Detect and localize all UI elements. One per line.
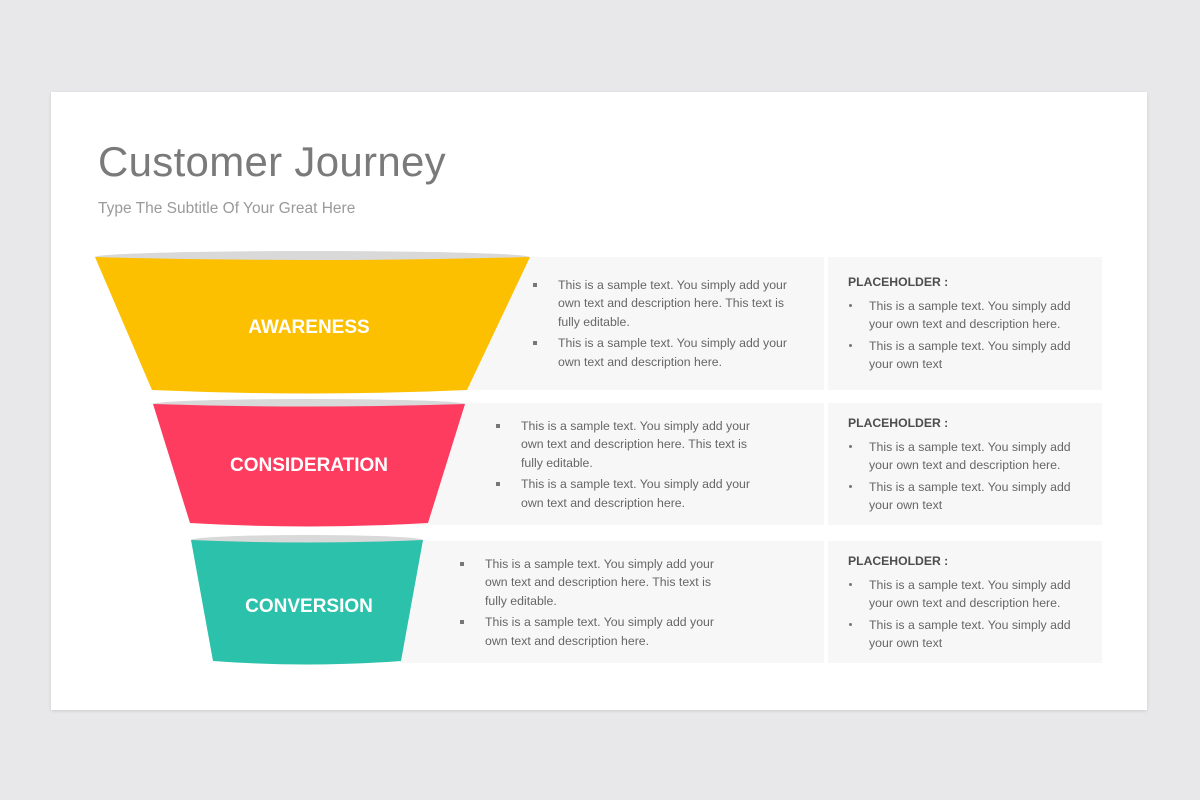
stage-2-placeholder-item-1: This is a sample text. You simply add yo… xyxy=(848,438,1088,475)
stage-1-bullets: This is a sample text. You simply add yo… xyxy=(531,276,793,374)
stage-3-bullets: This is a sample text. You simply add yo… xyxy=(458,555,720,653)
funnel-stage-conversion xyxy=(191,540,423,665)
stage-1-placeholder-bg xyxy=(828,257,1102,390)
slide-subtitle: Type The Subtitle Of Your Great Here xyxy=(98,200,356,217)
stage-3-bullet-1: This is a sample text. You simply add yo… xyxy=(458,555,720,610)
stage-2-placeholder-list: This is a sample text. You simply add yo… xyxy=(848,438,1088,518)
stage-2-placeholder-item-2: This is a sample text. You simply add yo… xyxy=(848,478,1088,515)
stage-2-placeholder-bg xyxy=(828,403,1102,525)
stage-3-placeholder-bg xyxy=(828,541,1102,663)
stage-label-consideration: CONSIDERATION xyxy=(230,455,388,476)
stage-3-placeholder-item-2: This is a sample text. You simply add yo… xyxy=(848,616,1088,653)
stage-3-bullet-2: This is a sample text. You simply add yo… xyxy=(458,613,720,650)
stage-2-bullet-2: This is a sample text. You simply add yo… xyxy=(494,475,756,512)
funnel-stage-awareness xyxy=(95,257,530,394)
stage-3-text-bg xyxy=(400,541,824,663)
stage-2-placeholder-heading: PLACEHOLDER : xyxy=(848,416,949,430)
slide-title: Customer Journey xyxy=(98,138,446,185)
stage-1-bullet-2: This is a sample text. You simply add yo… xyxy=(531,334,793,371)
stage-2-bullets: This is a sample text. You simply add yo… xyxy=(494,417,756,515)
stage-3-placeholder-heading: PLACEHOLDER : xyxy=(848,554,949,568)
slide-content: Customer Journey Type The Subtitle Of Yo… xyxy=(51,92,1147,710)
stage-1-placeholder-list: This is a sample text. You simply add yo… xyxy=(848,297,1088,377)
stage-1-bullet-1: This is a sample text. You simply add yo… xyxy=(531,276,793,331)
stage-1-placeholder-item-2: This is a sample text. You simply add yo… xyxy=(848,337,1088,374)
stage-label-awareness: AWARENESS xyxy=(248,317,369,338)
stage-3-placeholder-item-1: This is a sample text. You simply add yo… xyxy=(848,576,1088,613)
funnel-stage-consideration xyxy=(153,404,465,527)
stage-2-text-bg xyxy=(400,403,824,525)
stage-1-placeholder-heading: PLACEHOLDER : xyxy=(848,275,949,289)
stage-label-conversion: CONVERSION xyxy=(245,596,373,617)
stage-3-placeholder-list: This is a sample text. You simply add yo… xyxy=(848,576,1088,656)
stage-1-placeholder-item-1: This is a sample text. You simply add yo… xyxy=(848,297,1088,334)
stage-2-bullet-1: This is a sample text. You simply add yo… xyxy=(494,417,756,472)
